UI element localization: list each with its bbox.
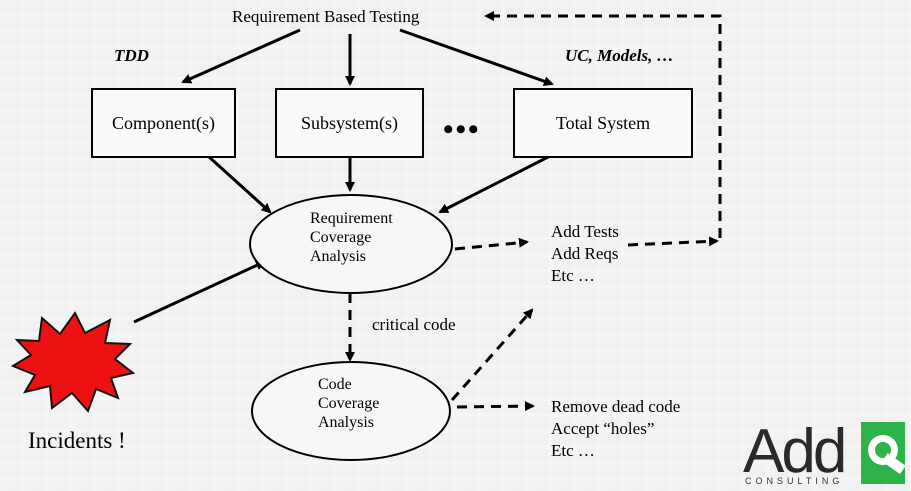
component-box: Component(s) xyxy=(91,88,236,158)
diagram-title: Requirement Based Testing xyxy=(232,7,420,26)
dashed-req-to-add xyxy=(454,237,529,251)
subsystem-label: Subsystem(s) xyxy=(300,112,398,133)
code-coverage-ellipse xyxy=(251,361,451,461)
add-reqs-item: Add Reqs xyxy=(551,244,619,263)
addq-consulting-logo: Add CONSULTING xyxy=(743,420,905,486)
incident-burst-shape xyxy=(10,311,136,413)
total-system-label: Total System xyxy=(555,112,651,133)
total-system-box: Total System xyxy=(513,88,693,158)
arrow-title-to-component xyxy=(181,28,301,84)
code-coverage-label: Code Coverage Analysis xyxy=(318,375,379,432)
incidents-label: Incidents ! xyxy=(28,428,126,453)
critical-code-label: critical code xyxy=(372,315,456,334)
req-coverage-line-2: Coverage xyxy=(310,229,372,246)
accept-holes-item: Accept “holes” xyxy=(551,419,655,438)
uc-models-label: UC, Models, … xyxy=(565,46,674,65)
logo-text: Add xyxy=(743,420,844,486)
dashed-loop-back-to-title xyxy=(484,11,722,238)
add-etc-item: Etc … xyxy=(551,266,595,285)
code-coverage-line-2: Coverage xyxy=(318,395,380,412)
add-actions-list: Add Tests Add Reqs Etc … xyxy=(551,221,619,287)
req-coverage-line-1: Requirement xyxy=(310,210,393,227)
req-coverage-line-3: Analysis xyxy=(310,248,366,265)
arrow-incident-to-req xyxy=(133,260,266,324)
dashed-code-to-remove xyxy=(456,401,535,412)
remove-actions-list: Remove dead code Accept “holes” Etc … xyxy=(551,396,680,462)
remove-etc-item: Etc … xyxy=(551,441,595,460)
dashed-add-to-loop xyxy=(627,236,719,247)
code-coverage-line-1: Code xyxy=(318,376,352,393)
dashed-code-to-add xyxy=(450,308,534,401)
remove-dead-code-item: Remove dead code xyxy=(551,397,681,416)
add-tests-item: Add Tests xyxy=(551,222,619,241)
req-coverage-ellipse xyxy=(249,194,453,294)
component-label: Component(s) xyxy=(112,112,215,133)
ellipsis-dots: ••• xyxy=(443,113,481,146)
code-coverage-line-3: Analysis xyxy=(318,414,374,431)
logo-subtext: CONSULTING xyxy=(745,476,843,486)
tdd-label: TDD xyxy=(114,46,149,65)
subsystem-box: Subsystem(s) xyxy=(275,88,424,158)
arrow-title-to-total xyxy=(399,28,554,87)
arrow-total-to-req xyxy=(438,154,551,214)
arrow-component-to-req xyxy=(206,154,272,214)
req-coverage-label: Requirement Coverage Analysis xyxy=(310,209,393,266)
